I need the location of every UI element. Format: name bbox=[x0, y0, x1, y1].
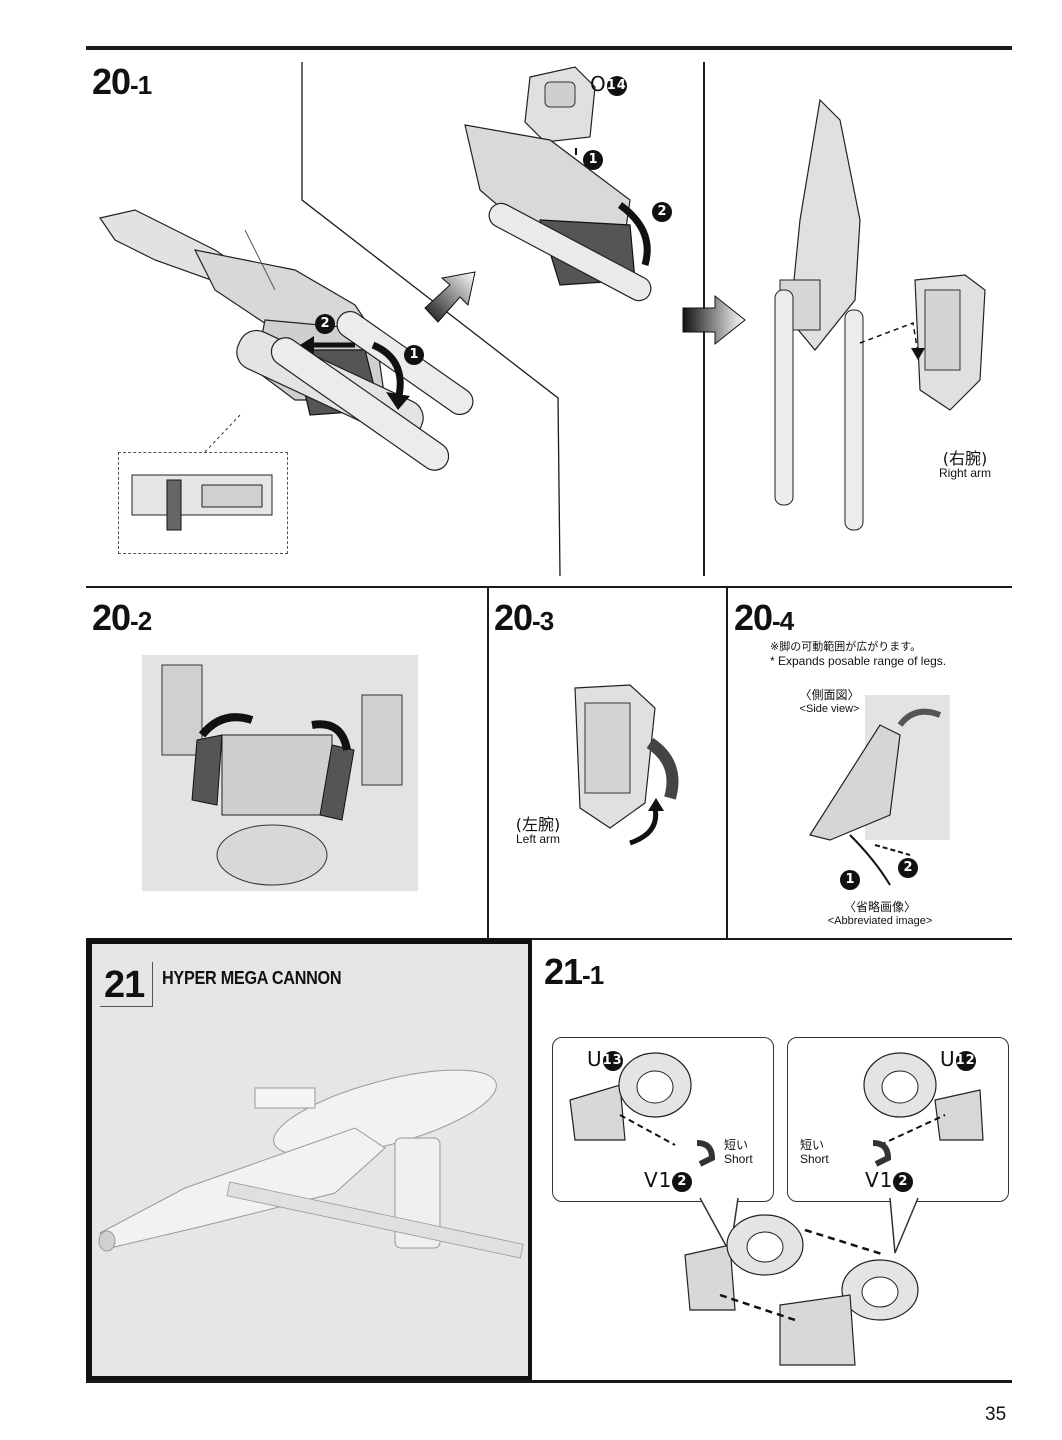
top-rule bbox=[86, 46, 1012, 50]
part-u12-illustration bbox=[863, 1052, 984, 1146]
order-mark-2: 2 bbox=[315, 314, 335, 334]
right-arm-label: (右腕) Right arm bbox=[938, 449, 991, 481]
part-u12-label: U12 bbox=[940, 1047, 976, 1071]
part-u13-illustration bbox=[569, 1052, 692, 1146]
row3-rule bbox=[86, 938, 1012, 940]
attach-dashed-arrow bbox=[859, 321, 925, 360]
slide-arrow-icon bbox=[300, 336, 355, 354]
step-21-number-box bbox=[100, 962, 153, 1007]
o14-order-mark-2: 2 bbox=[652, 202, 672, 222]
step-20-3-title: 20-3 bbox=[494, 597, 554, 638]
next-stage-arrow-right-icon bbox=[682, 294, 746, 346]
short-label-right: 短い Short bbox=[800, 1138, 829, 1166]
panel-20-1-separator bbox=[301, 62, 561, 577]
rotate-arrow-icon bbox=[371, 341, 410, 410]
divider-20-2-20-3 bbox=[487, 588, 489, 938]
assembled-shoulder-parts-illustration bbox=[684, 1214, 919, 1366]
leg-order-mark-2: 2 bbox=[898, 858, 918, 878]
step-20-2-title: 20-2 bbox=[92, 597, 152, 638]
part-u13-label: U13 bbox=[587, 1047, 623, 1071]
part-o14-label: O14 bbox=[590, 72, 627, 96]
left-arm-illustration bbox=[574, 684, 679, 846]
next-stage-arrow-up-icon bbox=[424, 271, 476, 323]
part-v1-left-illustration bbox=[696, 1140, 716, 1167]
step-20-4-title: 20-4 bbox=[734, 597, 794, 638]
leg-side-view-illustration bbox=[809, 695, 950, 886]
step-21-1-title: 21-1 bbox=[544, 951, 604, 992]
part-v1-right-illustration bbox=[872, 1140, 892, 1167]
order-mark-1: 1 bbox=[404, 345, 424, 365]
left-arm-label: (左腕) Left arm bbox=[515, 815, 561, 847]
weapon-detail-illustration bbox=[464, 124, 652, 302]
hyper-mega-cannon-illustration bbox=[98, 1069, 524, 1259]
skirt-armor-illustration bbox=[774, 98, 864, 531]
step-21-title: 21 bbox=[104, 964, 145, 1006]
right-arm-illustration bbox=[914, 274, 986, 411]
abbrev-image-label: 〈省略画像〉 <Abbreviated image> bbox=[827, 900, 933, 927]
page-number: 35 bbox=[985, 1404, 1007, 1425]
divider-20-3-20-4 bbox=[726, 588, 728, 938]
row2-rule bbox=[86, 586, 1012, 588]
weapon-assembly-illustration bbox=[99, 209, 474, 471]
section-21-heading: HYPER MEGA CANNON bbox=[162, 968, 342, 988]
chest-hatch-illustration bbox=[142, 655, 418, 891]
leg-order-mark-1: 1 bbox=[840, 870, 860, 890]
short-label-left: 短い Short bbox=[724, 1138, 753, 1166]
side-view-label: 〈側面図〉 <Side view> bbox=[799, 688, 860, 715]
inset-leader-line bbox=[204, 414, 241, 453]
step-20-1-title: 20-1 bbox=[92, 61, 152, 102]
note-20-4: ※脚の可動範囲が広がります。 * Expands posable range o… bbox=[770, 640, 947, 668]
bottom-rule bbox=[86, 1380, 1012, 1383]
detail-inset-illustration bbox=[131, 474, 273, 531]
o14-order-mark-1: 1 bbox=[583, 150, 603, 170]
part-o14-illustration bbox=[524, 66, 596, 143]
